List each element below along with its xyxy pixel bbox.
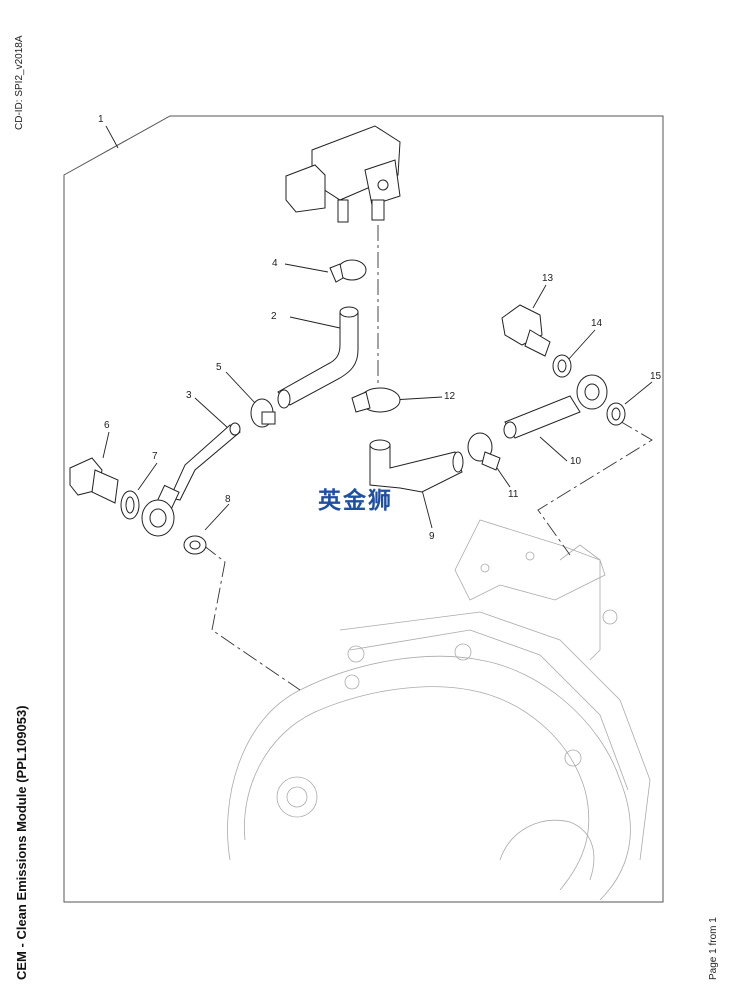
banjo-bolt-part-13 bbox=[501, 304, 551, 357]
callout-3: 3 bbox=[186, 390, 192, 401]
callout-15: 15 bbox=[650, 371, 662, 382]
callout-10: 10 bbox=[570, 456, 582, 467]
callout-5: 5 bbox=[216, 362, 222, 373]
washer-part-14 bbox=[552, 354, 572, 378]
bent-hose-part-2 bbox=[277, 306, 359, 409]
callout-8: 8 bbox=[225, 494, 231, 505]
washer-part-15 bbox=[606, 402, 626, 426]
pressure-sensor-part bbox=[285, 125, 401, 223]
watermark-text: 英金狮 bbox=[318, 487, 393, 514]
callout-1: 1 bbox=[98, 114, 104, 125]
tee-hose-part-9 bbox=[369, 439, 464, 493]
callout-13: 13 bbox=[542, 273, 554, 284]
hose-clip-part-4 bbox=[329, 259, 367, 283]
engine-housing-illustration bbox=[227, 519, 651, 901]
callout-4: 4 bbox=[272, 258, 278, 269]
callout-6: 6 bbox=[104, 420, 110, 431]
banjo-bolt-part-6 bbox=[69, 457, 119, 504]
banjo-fitting-part bbox=[141, 499, 175, 537]
callout-14: 14 bbox=[591, 318, 603, 329]
leader-lines bbox=[102, 125, 653, 691]
callout-9: 9 bbox=[429, 531, 435, 542]
pipe-part-10 bbox=[503, 374, 608, 439]
diagram-frame bbox=[63, 115, 664, 903]
callout-numbers: 1 2 3 4 5 6 7 8 9 10 11 12 13 14 15 bbox=[98, 114, 662, 542]
callout-7: 7 bbox=[152, 451, 158, 462]
hose-clip-part-11 bbox=[467, 432, 501, 471]
washer-part-8 bbox=[183, 535, 207, 555]
washer-part-7 bbox=[120, 490, 140, 520]
callout-12: 12 bbox=[444, 391, 456, 402]
callout-11: 11 bbox=[508, 489, 519, 500]
hose-clip-part-12 bbox=[351, 387, 401, 413]
callout-2: 2 bbox=[271, 311, 277, 322]
hose-clip-part-5 bbox=[250, 398, 276, 428]
